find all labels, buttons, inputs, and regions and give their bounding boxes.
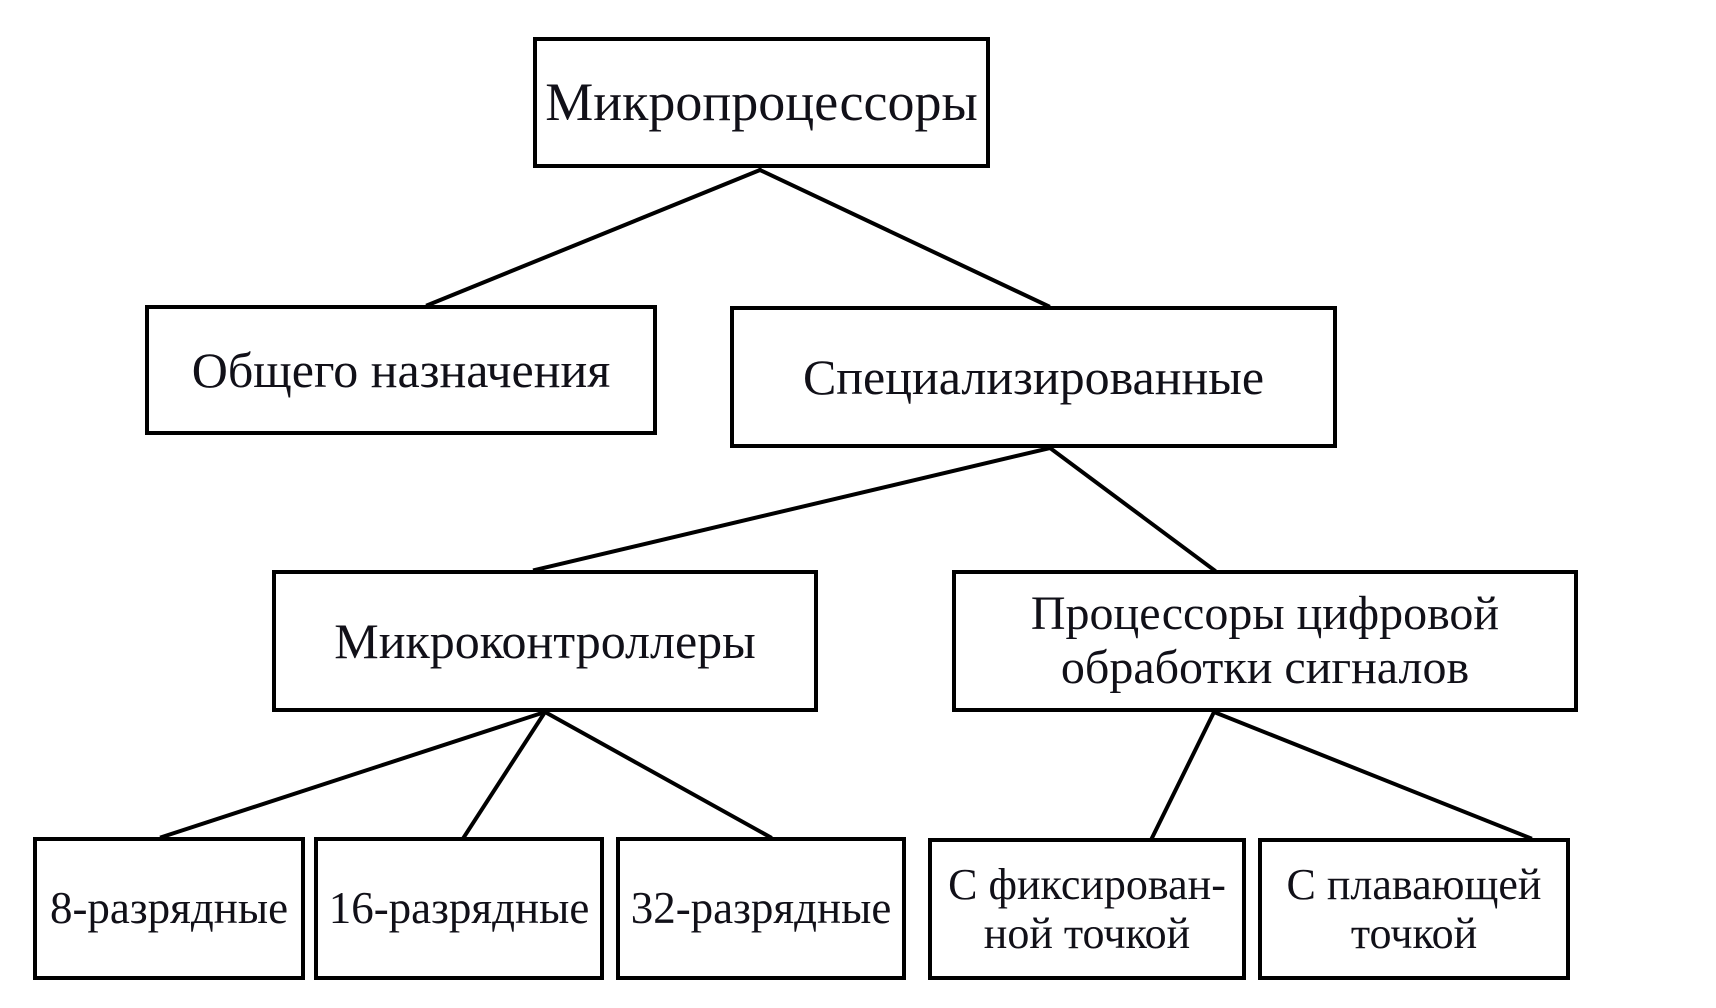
node-floating-point[interactable]: С плавающей точкой: [1258, 838, 1570, 980]
edge-mcu-to-bit16: [461, 709, 548, 840]
node-label: Микроконтроллеры: [334, 613, 756, 669]
edge-dsp-to-float: [1211, 709, 1533, 841]
node-label: 32-разрядные: [630, 883, 892, 934]
node-fixed-point[interactable]: С фиксирован- ной точкой: [928, 838, 1246, 980]
node-16-bit[interactable]: 16-разрядные: [314, 837, 604, 980]
node-label: Специализированные: [802, 349, 1265, 405]
node-general-purpose[interactable]: Общего назначения: [145, 305, 657, 435]
node-label: 8-разрядные: [49, 883, 289, 934]
edge-dsp-to-fixed: [1149, 709, 1217, 841]
node-8-bit[interactable]: 8-разрядные: [33, 837, 305, 980]
edge-root-to-special: [757, 167, 1051, 309]
edge-mcu-to-bit32: [542, 709, 773, 840]
node-label: С плавающей точкой: [1286, 859, 1542, 958]
edge-root-to-general: [425, 167, 763, 308]
node-label: Микропроцессоры: [545, 72, 978, 133]
node-label: Процессоры цифровой обработки сигналов: [1030, 587, 1500, 694]
node-digital-signal-processors[interactable]: Процессоры цифровой обработки сигналов: [952, 570, 1578, 712]
node-label: 16-разрядные: [328, 883, 590, 934]
node-specialized[interactable]: Специализированные: [730, 306, 1337, 448]
edge-mcu-to-bit8: [159, 709, 548, 840]
edge-special-to-mcu: [532, 445, 1053, 573]
node-32-bit[interactable]: 32-разрядные: [616, 837, 906, 980]
node-microcontrollers[interactable]: Микроконтроллеры: [272, 570, 818, 712]
node-microprocessors[interactable]: Микропроцессоры: [533, 37, 990, 168]
node-label: Общего назначения: [191, 342, 611, 398]
edge-special-to-dsp: [1047, 445, 1217, 573]
node-label: С фиксирован- ной точкой: [948, 859, 1226, 958]
